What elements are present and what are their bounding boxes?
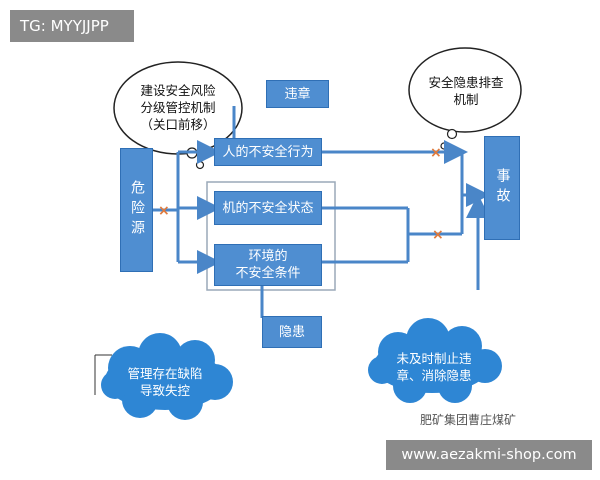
watermark-tag: TG: MYYJJPP (10, 10, 134, 42)
wechat-watermark: 肥矿集团曹庄煤矿 (420, 413, 517, 427)
flow-lines (153, 106, 490, 318)
thought-bubble-right (408, 47, 522, 150)
node-violation: 违章 (266, 80, 329, 108)
barrier-mark-source: × (158, 203, 170, 219)
cloud-left-text: 管理存在缺陷 导致失控 (127, 366, 203, 398)
barrier-marks: × × × (158, 145, 444, 243)
bubble-right-text: 安全隐患排查 机制 (428, 75, 504, 107)
node-hazard-source: 危险源 (120, 148, 153, 272)
barrier-mark-state: × (432, 227, 444, 243)
barrier-mark-behavior: × (430, 145, 442, 161)
cloud-right (368, 318, 502, 403)
bubble-left-text: 建设安全风险 分级管控机制 （关口前移） (140, 83, 216, 132)
group-frame (206, 181, 336, 291)
node-accident: 事故 (484, 136, 520, 240)
node-unsafe-state: 机的不安全状态 (214, 191, 322, 225)
node-hidden-danger: 隐患 (262, 316, 322, 348)
site-url-banner: www.aezakmi-shop.com (386, 440, 592, 470)
node-unsafe-behavior: 人的不安全行为 (214, 138, 322, 166)
cloud-right-text: 未及时制止违 章、消除隐患 (396, 351, 472, 383)
cloud-left (101, 333, 233, 420)
node-unsafe-environment: 环境的 不安全条件 (214, 244, 322, 286)
